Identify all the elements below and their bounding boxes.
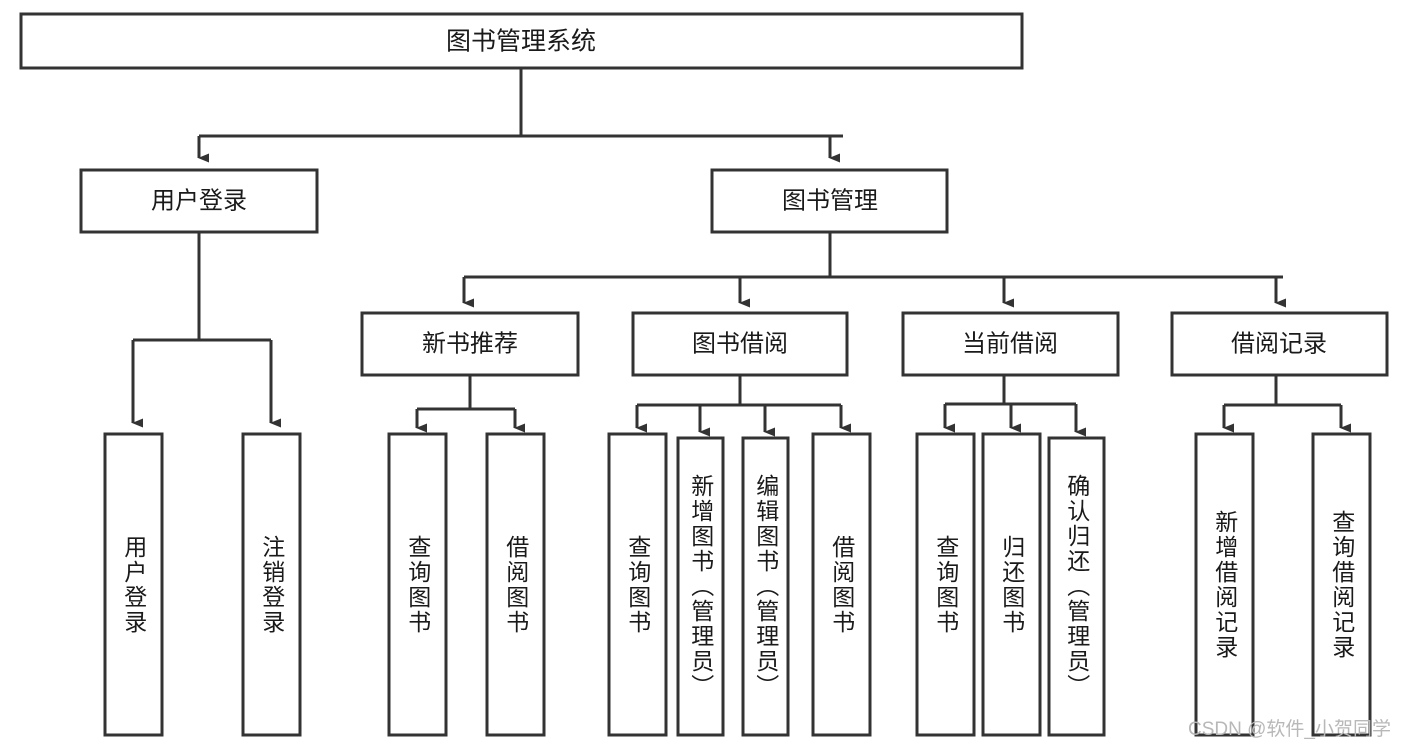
leaf-query-book-1-box[interactable] bbox=[387, 432, 448, 737]
node-new-book-recommend-box[interactable] bbox=[360, 311, 580, 377]
node-root-label: 图书管理系统 bbox=[446, 28, 596, 56]
leaf-boxes bbox=[103, 432, 1372, 737]
connector-group-book-manage bbox=[462, 232, 1286, 308]
leaf-user-logout-box[interactable] bbox=[241, 432, 302, 737]
connector-group-book-borrow bbox=[635, 375, 851, 437]
node-book-borrow[interactable]: 图书借阅 bbox=[631, 311, 849, 377]
node-book-manage[interactable]: 图书管理 bbox=[710, 168, 949, 234]
node-borrow-record-box[interactable] bbox=[1170, 311, 1389, 377]
node-current-borrow-label: 当前借阅 bbox=[962, 330, 1058, 357]
leaf-confirm-return-box[interactable] bbox=[1047, 436, 1106, 737]
node-current-borrow[interactable]: 当前借阅 bbox=[901, 311, 1120, 377]
leaf-query-book-2-box[interactable] bbox=[607, 432, 668, 737]
node-user-login-label: 用户登录 bbox=[151, 187, 247, 214]
connector-group-current-borrow bbox=[943, 375, 1086, 437]
node-book-manage-box[interactable] bbox=[710, 168, 949, 234]
connector-group-new-book-recommend bbox=[415, 375, 525, 433]
node-borrow-record[interactable]: 借阅记录 bbox=[1170, 311, 1389, 377]
node-current-borrow-box[interactable] bbox=[901, 311, 1120, 377]
leaf-add-book-box[interactable] bbox=[676, 436, 725, 737]
leaf-query-book-3-box[interactable] bbox=[915, 432, 976, 737]
node-root[interactable]: 图书管理系统 bbox=[19, 12, 1024, 70]
connector-group-user-login bbox=[131, 232, 281, 428]
node-user-login[interactable]: 用户登录 bbox=[79, 168, 319, 234]
leaf-borrow-book-1-box[interactable] bbox=[485, 432, 546, 737]
node-new-book-recommend-label: 新书推荐 bbox=[422, 330, 518, 357]
leaf-borrow-book-2-box[interactable] bbox=[811, 432, 872, 737]
node-book-manage-label: 图书管理 bbox=[782, 187, 878, 214]
node-root-box[interactable] bbox=[19, 12, 1024, 70]
node-borrow-record-label: 借阅记录 bbox=[1231, 330, 1327, 357]
node-new-book-recommend[interactable]: 新书推荐 bbox=[360, 311, 580, 377]
leaf-user-login-box[interactable] bbox=[103, 432, 164, 737]
leaf-add-record-box[interactable] bbox=[1194, 432, 1255, 737]
leaf-edit-book-box[interactable] bbox=[741, 436, 790, 737]
node-book-borrow-label: 图书借阅 bbox=[692, 330, 788, 357]
leaf-query-record-box[interactable] bbox=[1311, 432, 1372, 737]
connector-group-root bbox=[197, 68, 843, 163]
node-book-borrow-box[interactable] bbox=[631, 311, 849, 377]
leaf-return-book-box[interactable] bbox=[981, 432, 1042, 737]
node-user-login-box[interactable] bbox=[79, 168, 319, 234]
connector-group-borrow-record bbox=[1222, 375, 1351, 433]
